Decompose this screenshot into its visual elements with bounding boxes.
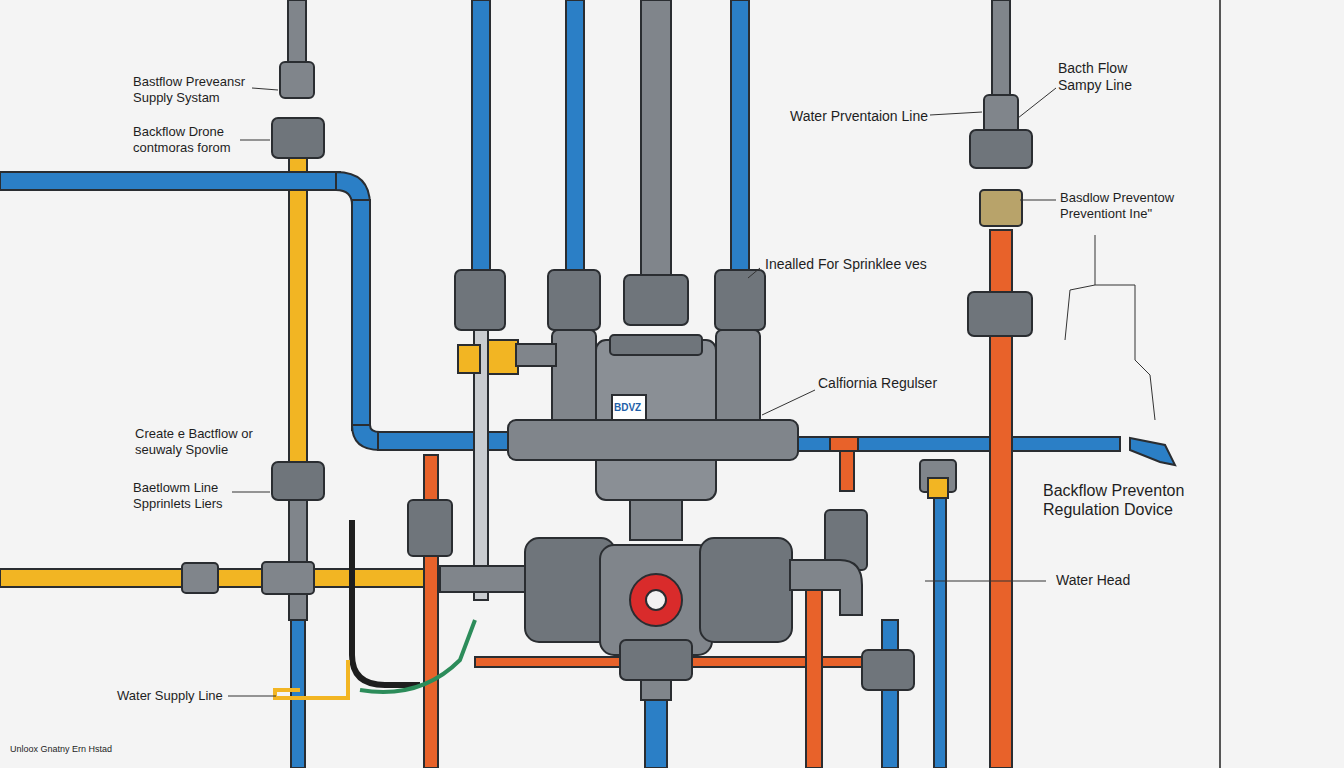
callout-label: Basdlow Preventow Preventiont Ine" <box>1060 190 1190 221</box>
callout-label: Backflow Preventon Regulation Dovice <box>1043 481 1213 519</box>
callout-label: Water Head <box>1056 572 1166 589</box>
callout-label: Calfiornia Regulser <box>818 375 988 392</box>
callout-label: Water Supply Line <box>117 688 237 704</box>
device-sticker: BDVZ <box>614 402 644 414</box>
callout-label: Water Prventaion Line <box>790 108 930 125</box>
callout-label: Bastflow Preveansr Supply Systam <box>133 74 263 105</box>
callout-label: Bacth Flow Sampy Line <box>1058 60 1168 94</box>
callout-label: Inealled For Sprinklee ves <box>765 256 1005 273</box>
callout-label: Create e Bactflow or seuwaly Spovlie <box>135 426 275 457</box>
footer-note: Unloox Gnatny Ern Hstad <box>10 744 210 755</box>
callout-label: Backflow Drone contmoras forom <box>133 124 245 155</box>
callout-label: Baetlowm Line Spprinlets Liers <box>133 480 233 511</box>
